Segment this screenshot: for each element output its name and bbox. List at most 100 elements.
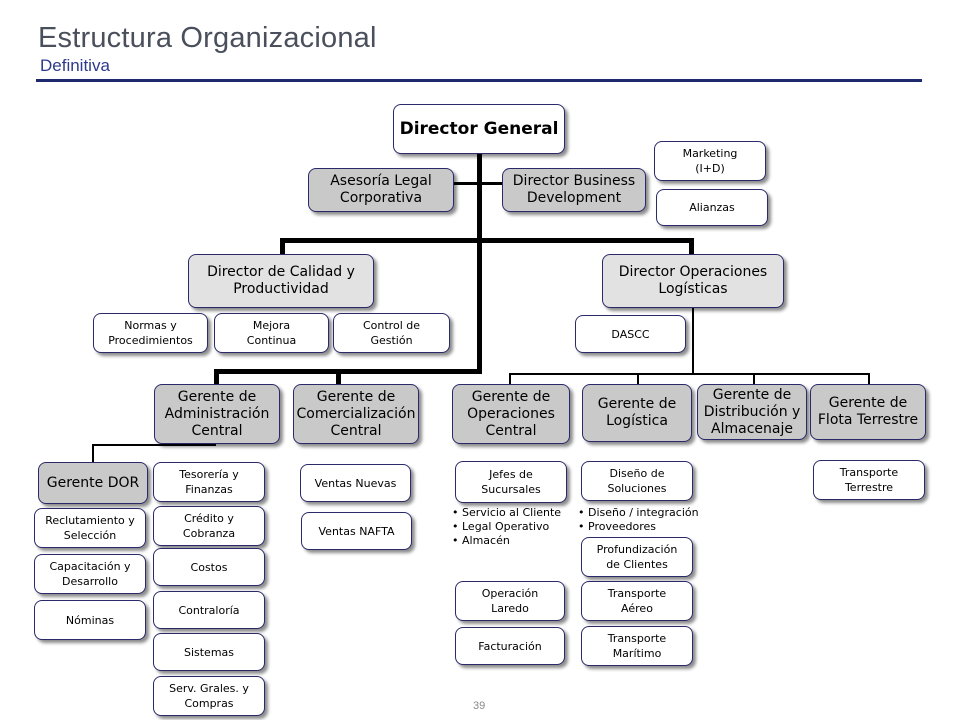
normas-label: Normas y Procedimientos	[108, 319, 193, 347]
diseno-soluciones-label: Diseño de Soluciones	[607, 467, 667, 495]
alianzas-label: Alianzas	[689, 201, 735, 214]
connector-line	[689, 238, 694, 256]
connector-line	[280, 238, 285, 256]
capacitacion-box: Capacitación y Desarrollo	[34, 554, 146, 594]
title-divider	[36, 79, 922, 82]
asesoria-legal-label: Asesoría Legal Corporativa	[330, 173, 432, 206]
nominas-label: Nóminas	[65, 613, 115, 627]
contraloria-box: Contraloría	[153, 591, 265, 629]
transporte-terrestre-box: Transporte Terrestre	[813, 460, 925, 500]
ger-logistica-label: Gerente de Logística	[597, 396, 677, 429]
reclutamiento-label: Reclutamiento y Selección	[45, 514, 135, 542]
director-calidad-box: Director de Calidad y Productividad	[188, 254, 374, 308]
profundizacion-label: Profundización de Clientes	[596, 543, 678, 571]
list-item: • Proveedores	[578, 520, 656, 533]
director-business-box: Director Business Development	[502, 168, 646, 212]
serv-grales-label: Serv. Grales. y Compras	[169, 682, 249, 710]
tesoreria-label: Tesorería y Finanzas	[179, 468, 239, 496]
ger-flota-label: Gerente de Flota Terrestre	[817, 395, 919, 428]
credito-box: Crédito y Cobranza	[153, 506, 265, 546]
connector-line	[92, 444, 216, 446]
capacitacion-label: Capacitación y Desarrollo	[49, 560, 131, 588]
director-operaciones-box: Director Operaciones Logísticas	[602, 254, 784, 308]
ger-comercial-box: Gerente de Comercialización Central	[293, 384, 419, 444]
normas-box: Normas y Procedimientos	[93, 313, 208, 353]
contraloria-label: Contraloría	[178, 603, 240, 617]
costos-box: Costos	[153, 548, 265, 586]
ger-logistica-box: Gerente de Logística	[582, 384, 692, 442]
asesoria-legal-box: Asesoría Legal Corporativa	[308, 168, 454, 212]
ger-comercial-label: Gerente de Comercialización Central	[296, 388, 416, 439]
ger-admin-label: Gerente de Administración Central	[164, 388, 270, 439]
operacion-laredo-label: Operación Laredo	[481, 587, 539, 615]
serv-grales-box: Serv. Grales. y Compras	[153, 676, 265, 716]
connector-line	[336, 369, 341, 385]
jefes-sucursales-box: Jefes de Sucursales	[455, 461, 567, 503]
dascc-box: DASCC	[575, 315, 686, 353]
operaciones-bullet-list: • Servicio al Cliente • Legal Operativo …	[452, 506, 561, 548]
ventas-nuevas-label: Ventas Nuevas	[314, 476, 397, 490]
connector-line	[753, 373, 755, 385]
control-gestion-label: Control de Gestión	[362, 319, 420, 347]
transporte-aereo-box: Transporte Aéreo	[581, 581, 693, 621]
operacion-laredo-box: Operación Laredo	[455, 581, 565, 621]
costos-label: Costos	[190, 560, 228, 574]
connector-line	[868, 373, 870, 385]
connector-line	[637, 373, 639, 385]
connector-line	[509, 373, 511, 385]
director-calidad-label: Director de Calidad y Productividad	[207, 264, 355, 297]
director-business-label: Director Business Development	[512, 173, 636, 206]
alianzas-box: Alianzas	[656, 189, 768, 226]
page-subtitle: Definitiva	[40, 56, 110, 75]
connector-line	[214, 369, 219, 385]
credito-label: Crédito y Cobranza	[182, 512, 236, 540]
list-item: • Almacén	[452, 534, 510, 547]
sistemas-label: Sistemas	[183, 645, 235, 659]
ger-flota-box: Gerente de Flota Terrestre	[810, 384, 926, 440]
connector-line	[92, 444, 94, 462]
mejora-label: Mejora Continua	[246, 319, 297, 347]
ger-distribucion-box: Gerente de Distribución y Almacenaje	[697, 384, 807, 440]
ventas-nafta-label: Ventas NAFTA	[318, 524, 395, 538]
nominas-box: Nóminas	[34, 600, 146, 640]
list-item: • Servicio al Cliente	[452, 506, 562, 519]
ventas-nuevas-box: Ventas Nuevas	[300, 464, 411, 502]
ger-operaciones-box: Gerente de Operaciones Central	[452, 384, 570, 444]
ger-admin-box: Gerente de Administración Central	[154, 384, 280, 444]
logistica-bullet-list: • Diseño / integración • Proveedores	[578, 506, 699, 534]
list-item: • Legal Operativo	[452, 520, 550, 533]
director-general-box: Director General	[393, 104, 565, 154]
mejora-box: Mejora Continua	[214, 313, 329, 353]
connector-line	[509, 373, 870, 375]
gerente-dor-label: Gerente DOR	[46, 474, 140, 491]
control-gestion-box: Control de Gestión	[333, 313, 450, 353]
transporte-maritimo-label: Transporte Marítimo	[607, 632, 667, 660]
connector-line	[477, 150, 482, 372]
page-number: 39	[473, 700, 486, 712]
reclutamiento-box: Reclutamiento y Selección	[34, 508, 146, 548]
director-general-label: Director General	[399, 119, 559, 139]
connector-line	[692, 308, 694, 374]
facturacion-label: Facturación	[478, 639, 542, 653]
marketing-box: Marketing (I+D)	[654, 141, 766, 181]
gerente-dor-box: Gerente DOR	[38, 462, 148, 504]
director-operaciones-label: Director Operaciones Logísticas	[618, 264, 768, 297]
jefes-sucursales-label: Jefes de Sucursales	[481, 468, 541, 496]
transporte-aereo-label: Transporte Aéreo	[607, 587, 667, 615]
connector-line	[214, 444, 216, 446]
ventas-nafta-box: Ventas NAFTA	[301, 512, 412, 550]
connector-line	[280, 238, 694, 243]
transporte-maritimo-box: Transporte Marítimo	[581, 626, 693, 666]
ger-distribucion-label: Gerente de Distribución y Almacenaje	[703, 386, 801, 437]
diseno-soluciones-box: Diseño de Soluciones	[581, 461, 693, 501]
sistemas-box: Sistemas	[153, 633, 265, 671]
connector-line	[453, 182, 503, 185]
connector-line	[214, 369, 482, 374]
profundizacion-box: Profundización de Clientes	[581, 537, 693, 577]
page-title: Estructura Organizacional	[38, 22, 377, 54]
facturacion-box: Facturación	[455, 627, 565, 665]
transporte-terrestre-label: Transporte Terrestre	[839, 466, 899, 494]
tesoreria-box: Tesorería y Finanzas	[153, 462, 265, 502]
ger-operaciones-label: Gerente de Operaciones Central	[467, 388, 555, 439]
dascc-label: DASCC	[611, 327, 650, 341]
